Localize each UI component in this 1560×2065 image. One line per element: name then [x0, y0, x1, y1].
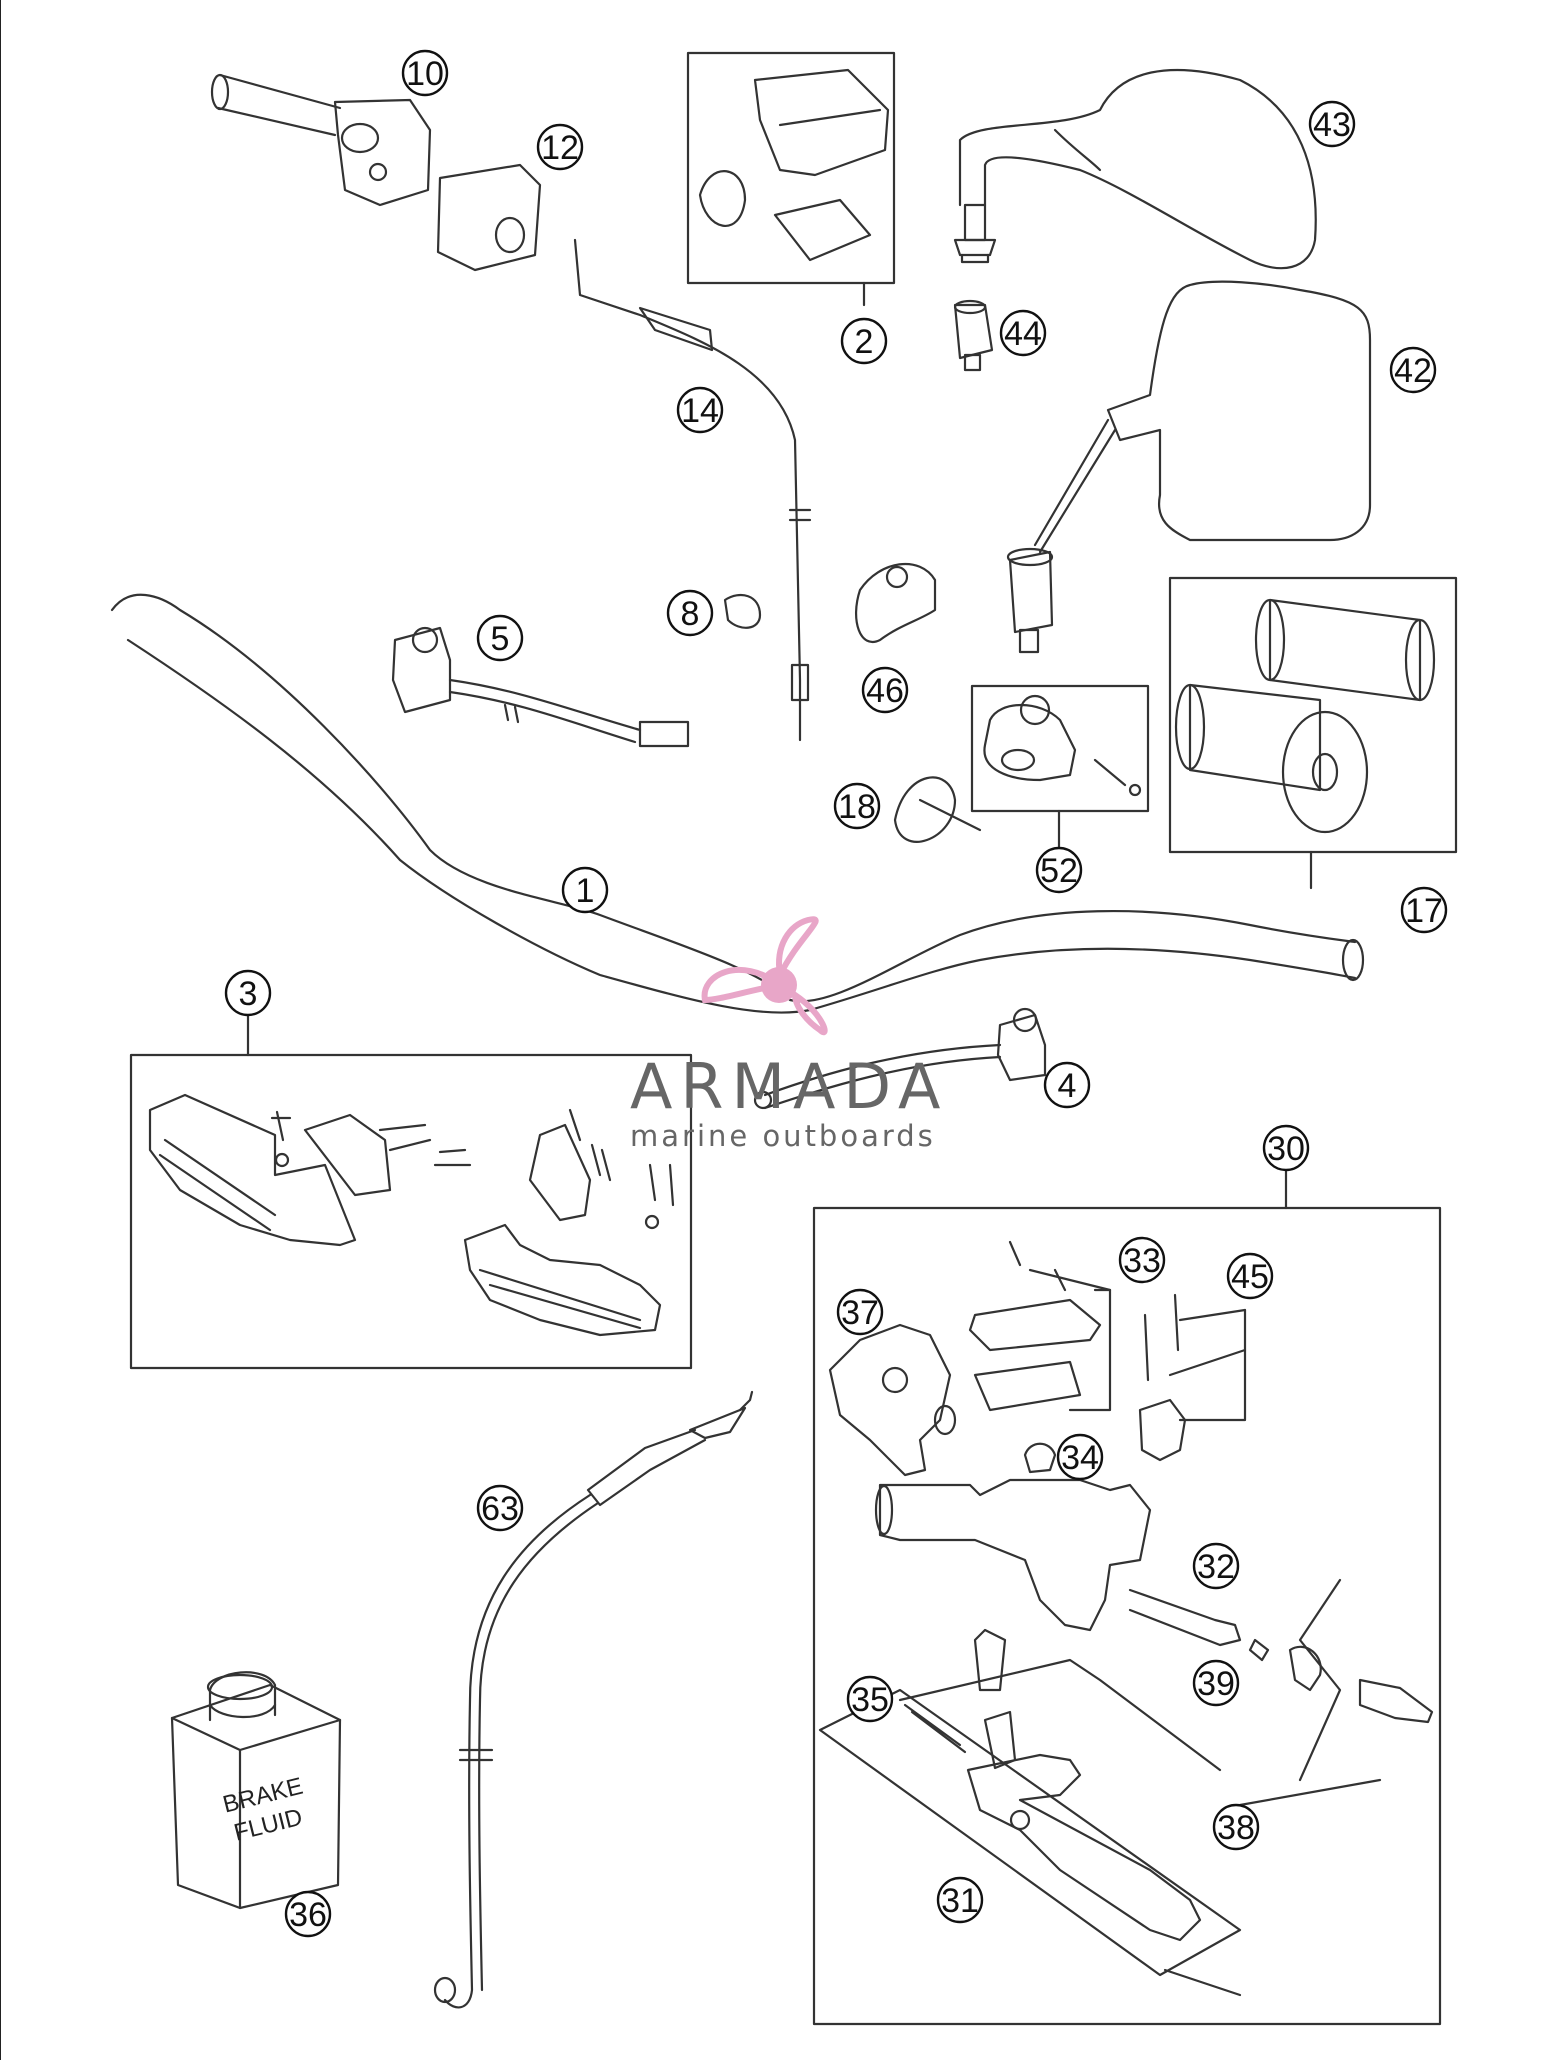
callout-33: 33: [1118, 1236, 1166, 1284]
callout-36: 36: [284, 1890, 332, 1938]
adapter-44: [953, 299, 994, 372]
watermark-blade-icon: [701, 966, 788, 1004]
mirror-42: [1006, 280, 1372, 654]
callout-label: 52: [1040, 852, 1078, 890]
callout-46: 46: [861, 666, 909, 714]
callout-label: 34: [1061, 1439, 1099, 1477]
callout-17: 17: [1400, 886, 1448, 934]
callout-32: 32: [1192, 1542, 1240, 1590]
callout-18: 18: [833, 782, 881, 830]
callout-label: 4: [1058, 1067, 1077, 1105]
callout-label: 12: [541, 129, 579, 167]
callout-label: 45: [1231, 1258, 1269, 1296]
box-part-2: [686, 51, 896, 285]
callout-38: 38: [1212, 1803, 1260, 1851]
throttle-cable: [573, 238, 812, 742]
callout-label: 3: [239, 975, 258, 1013]
callout-44: 44: [999, 309, 1047, 357]
callout-45: 45: [1226, 1252, 1274, 1300]
callout-label: 5: [491, 620, 510, 658]
callout-label: 36: [289, 1896, 327, 1934]
clip-8: [723, 593, 762, 629]
callout-10: 10: [401, 49, 449, 97]
callout-label: 42: [1394, 352, 1432, 390]
handlebar: [110, 593, 1365, 1014]
callout-label: 1: [576, 872, 595, 910]
callout-label: 37: [841, 1294, 879, 1332]
callout-label: 30: [1267, 1130, 1305, 1168]
callout-label: 43: [1313, 106, 1351, 144]
mirror-43: [953, 68, 1317, 270]
callout-52: 52: [1035, 846, 1083, 894]
callout-5: 5: [476, 614, 524, 662]
callout-label: 44: [1004, 315, 1042, 353]
callout-label: 33: [1123, 1242, 1161, 1280]
callout-label: 32: [1197, 1548, 1235, 1586]
master-cylinder-30: [818, 1240, 1434, 1997]
callout-label: 38: [1217, 1809, 1255, 1847]
callout-label: 63: [481, 1490, 519, 1528]
clamp-46: [855, 562, 937, 643]
part-2-cover: [698, 68, 890, 262]
grips-17: [1174, 598, 1436, 834]
part-callouts: 1234581012141718303132333435363738394243…: [224, 49, 1448, 1938]
callout-label: 46: [866, 672, 904, 710]
callout-label: 8: [681, 595, 700, 633]
box-part-52: [970, 684, 1150, 813]
callout-1: 1: [561, 866, 609, 914]
brake-line-63: [433, 1390, 754, 2009]
callout-label: 10: [406, 55, 444, 93]
handguards-3: [148, 1093, 675, 1337]
callout-35: 35: [846, 1675, 894, 1723]
callout-label: 31: [941, 1882, 979, 1920]
callout-37: 37: [836, 1288, 884, 1336]
callout-14: 14: [676, 386, 724, 434]
callout-42: 42: [1389, 346, 1437, 394]
callout-3: 3: [224, 969, 272, 1017]
callout-label: 17: [1405, 892, 1443, 930]
kill-switch: [391, 626, 690, 748]
callout-12: 12: [536, 123, 584, 171]
throttle-grip: [210, 73, 432, 207]
watermark-tagline: marine outboards: [630, 1119, 936, 1153]
clamp-52: [983, 694, 1142, 797]
watermark: ARMADA marine outboards: [630, 916, 948, 1153]
callout-2: 2: [840, 317, 888, 365]
throttle-housing: [436, 163, 542, 272]
cable-tie-18: [893, 776, 982, 843]
watermark-name: ARMADA: [630, 1050, 948, 1123]
callout-4: 4: [1043, 1061, 1091, 1109]
callout-39: 39: [1192, 1659, 1240, 1707]
box-part-17: [1168, 576, 1458, 854]
box-part-3: [129, 1053, 693, 1370]
callout-label: 39: [1197, 1665, 1235, 1703]
callout-31: 31: [936, 1876, 984, 1924]
callout-30: 30: [1262, 1124, 1310, 1172]
callout-label: 14: [681, 392, 719, 430]
box-part-30: [812, 1206, 1442, 2026]
left-border: [0, 0, 1, 2060]
switch-cable-4: [753, 1007, 1047, 1110]
callout-8: 8: [666, 589, 714, 637]
callout-34: 34: [1056, 1433, 1104, 1481]
callout-43: 43: [1308, 100, 1356, 148]
callout-label: 2: [855, 323, 874, 361]
callout-63: 63: [476, 1484, 524, 1532]
brake-fluid-bottle: [170, 1671, 342, 1910]
callout-label: 35: [851, 1681, 889, 1719]
callout-label: 18: [838, 788, 876, 826]
